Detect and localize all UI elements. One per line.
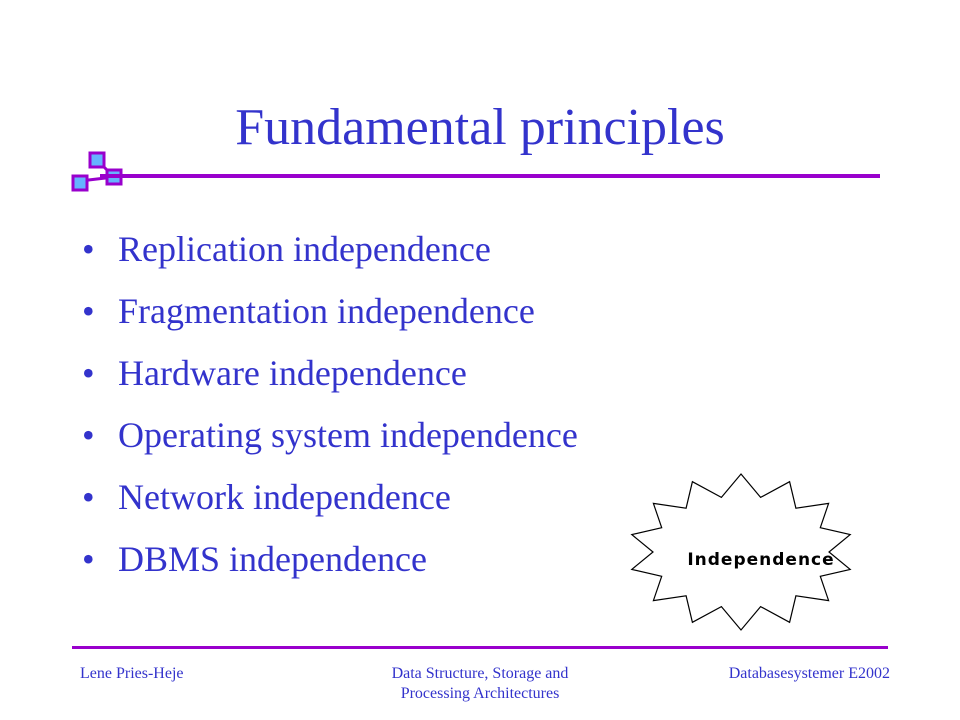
footer-course-code: Databasesystemer E2002 — [728, 665, 890, 682]
bullet-text: DBMS independence — [118, 539, 427, 579]
slide-title: Fundamental principles — [235, 99, 725, 156]
bullet-text: Network independence — [118, 477, 451, 517]
bullet-dot: • — [82, 291, 95, 331]
bullet-item: • Replication independence — [82, 218, 578, 280]
footer-divider — [72, 646, 888, 649]
footer-course-title: Data Structure, Storage and Processing A… — [330, 664, 630, 704]
bullet-dot: • — [82, 229, 95, 269]
bullet-dot: • — [82, 539, 95, 579]
footer-course-line-2: Processing Architectures — [400, 685, 560, 702]
decorative-squares-icon — [71, 151, 123, 192]
bullet-dot: • — [82, 477, 95, 517]
bullet-text: Operating system independence — [118, 415, 578, 455]
principles-list: • Replication independence • Fragmentation … — [82, 218, 578, 590]
bullet-item: • Fragmentation independence — [82, 280, 578, 342]
bullet-text: Replication independence — [118, 229, 491, 269]
bullet-text: Hardware independence — [118, 353, 467, 393]
starburst-callout-label: Independence — [687, 550, 835, 570]
bullet-item: • DBMS independence — [82, 528, 578, 590]
bullet-dot: • — [82, 415, 95, 455]
starburst-callout-shape — [630, 473, 852, 631]
footer-author: Lene Pries-Heje — [80, 665, 184, 682]
bullet-dot: • — [82, 353, 95, 393]
bullet-item: • Network independence — [82, 466, 578, 528]
title-divider — [100, 174, 880, 178]
footer-course-line-1: Data Structure, Storage and — [391, 665, 569, 682]
bullet-item: • Operating system independence — [82, 404, 578, 466]
bullet-item: • Hardware independence — [82, 342, 578, 404]
bullet-text: Fragmentation independence — [118, 291, 535, 331]
